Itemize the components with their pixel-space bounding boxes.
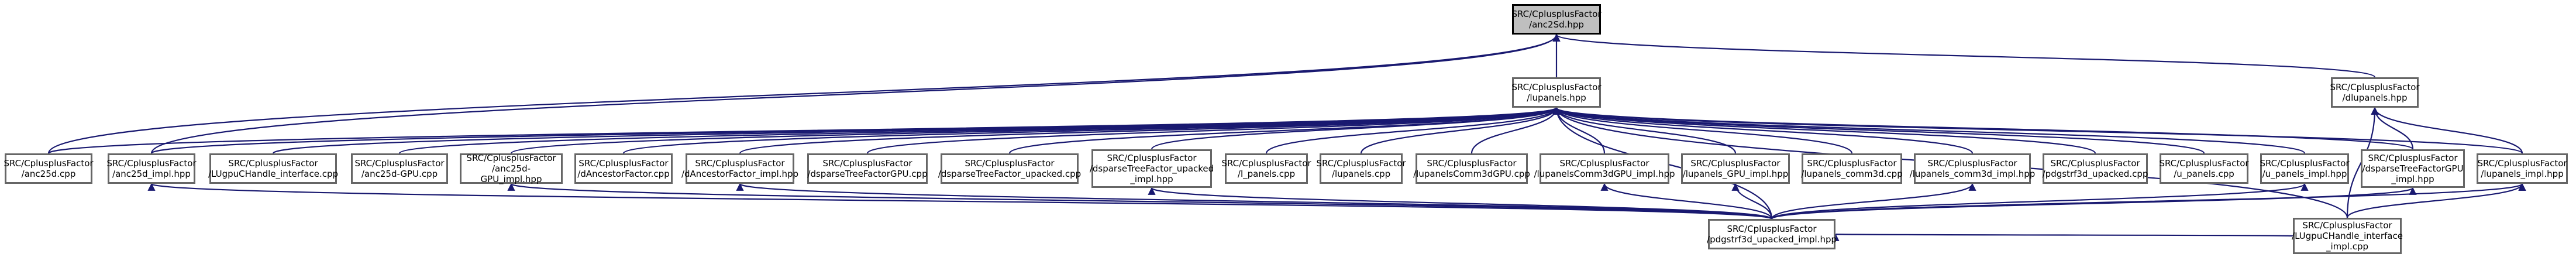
node-label: SRC/CplusplusFactor /lupanelsComm3dGPU_i… (1534, 158, 1675, 179)
node-label: SRC/CplusplusFactor /lupanels_comm3d.cpp (1801, 158, 1903, 179)
node-label: SRC/CplusplusFactor /dAncestorFactor_imp… (681, 158, 799, 179)
node-label: SRC/CplusplusFactor /pdgstrf3d_upacked_i… (1707, 224, 1837, 245)
include-edge (148, 183, 1773, 220)
node-label: SRC/CplusplusFactor /anc25d-GPU_impl.hpp (466, 153, 556, 184)
include-edge (1552, 107, 2205, 154)
node-label: SRC/CplusplusFactor /LUgpuCHandle_interf… (2292, 220, 2403, 252)
include-edge (2346, 183, 2526, 218)
node-label: SRC/CplusplusFactor /anc25d-GPU.cpp (354, 158, 445, 179)
graph-node[interactable]: SRC/CplusplusFactor /lupanels_comm3d_imp… (1910, 153, 2035, 184)
node-label: SRC/CplusplusFactor /LUgpuCHandle_interf… (208, 158, 339, 179)
node-label: SRC/CplusplusFactor /dAncestorFactor.cpp (577, 158, 670, 179)
include-edge (150, 33, 1561, 154)
edge-layer (47, 33, 2526, 242)
graph-node[interactable]: SRC/CplusplusFactor /lupanels_comm3d.cpp (1801, 153, 1903, 184)
node-label: SRC/CplusplusFactor /u_panels.cpp (2159, 158, 2249, 179)
include-edge (1265, 107, 1561, 154)
node-label: SRC/CplusplusFactor /lupanels_impl.hpp (2477, 158, 2567, 179)
graph-node[interactable]: SRC/CplusplusFactor /lupanels.cpp (1316, 153, 1406, 184)
include-edge (1771, 187, 2417, 220)
graph-node[interactable]: SRC/CplusplusFactor /LUgpuCHandle_interf… (208, 153, 339, 184)
include-edge (1552, 107, 2306, 154)
include-edge (150, 107, 1560, 154)
graph-node[interactable]: SRC/CplusplusFactor /pdgstrf3d_upacked.c… (2043, 153, 2148, 184)
graph-node[interactable]: SRC/CplusplusFactor /lupanels_impl.hpp (2477, 153, 2568, 184)
include-edge (1360, 107, 1561, 154)
graph-node[interactable]: SRC/CplusplusFactor /dAncestorFactor.cpp (574, 153, 673, 184)
graph-node[interactable]: SRC/CplusplusFactor /dsparseTreeFactorGP… (2361, 149, 2465, 188)
graph-node[interactable]: SRC/CplusplusFactor /lupanelsComm3dGPU_i… (1534, 153, 1675, 184)
include-edge (508, 183, 1773, 220)
node-label: SRC/CplusplusFactor /dsparseTreeFactor_u… (1089, 153, 1214, 184)
include-edge (1552, 107, 1853, 154)
include-edge (1151, 107, 1561, 150)
graph-node[interactable]: SRC/CplusplusFactor /lupanelsComm3dGPU.c… (1413, 153, 1530, 184)
graph-node[interactable]: SRC/CplusplusFactor /LUgpuCHandle_interf… (2292, 218, 2403, 254)
node-label: SRC/CplusplusFactor /lupanels_GPU_impl.h… (1682, 158, 1789, 179)
graph-node[interactable]: SRC/CplusplusFactor /anc25d-GPU_impl.hpp (460, 153, 563, 184)
node-label: SRC/CplusplusFactor /u_panels_impl.hpp (2260, 158, 2350, 179)
graph-node[interactable]: SRC/CplusplusFactor /anc25d-GPU.cpp (351, 153, 448, 184)
graph-node[interactable]: SRC/CplusplusFactor /dlupanels.hpp (2330, 77, 2420, 108)
include-edge (1771, 183, 2309, 220)
node-label: SRC/CplusplusFactor /anc25d_impl.hpp (106, 158, 197, 179)
graph-node[interactable]: SRC/CplusplusFactor /u_panels_impl.hpp (2260, 153, 2350, 184)
include-edge (47, 33, 1561, 154)
include-edge (739, 107, 1561, 154)
node-label: SRC/CplusplusFactor /dsparseTreeFactorGP… (807, 158, 928, 179)
include-edge (398, 107, 1560, 154)
node-label: SRC/CplusplusFactor /lupanels_comm3d_imp… (1909, 158, 2036, 179)
include-edge (1552, 107, 1974, 154)
root-node[interactable]: SRC/CplusplusFactor /anc2Sd.hpp (1511, 4, 1602, 35)
include-edge (1552, 33, 2376, 78)
include-edge (2371, 107, 2523, 154)
graph-node[interactable]: SRC/CplusplusFactor /lupanels_GPU_impl.h… (1681, 153, 1790, 184)
include-edge (510, 107, 1561, 154)
graph-node[interactable]: SRC/CplusplusFactor /dAncestorFactor_imp… (681, 153, 798, 184)
graph-node[interactable]: SRC/CplusplusFactor /anc25d.cpp (4, 153, 94, 184)
node-label: SRC/CplusplusFactor /lupanels.cpp (1316, 158, 1406, 179)
include-edge (272, 107, 1560, 154)
node-label: SRC/CplusplusFactor /lupanels.hpp (1511, 82, 1602, 103)
include-edge (1771, 183, 2526, 220)
graph-node[interactable]: SRC/CplusplusFactor /pdgstrf3d_upacked_i… (1707, 219, 1837, 249)
include-edge (1552, 107, 2096, 154)
include-edge (736, 183, 1773, 220)
include-edge (1731, 183, 1773, 220)
include-edge (1552, 107, 2523, 154)
include-edge (1600, 183, 1773, 220)
node-label: SRC/CplusplusFactor /l_panels.cpp (1221, 158, 1311, 179)
include-edge (47, 107, 1560, 154)
graph-node[interactable]: SRC/CplusplusFactor /dsparseTreeFactorGP… (807, 153, 928, 184)
node-label: SRC/CplusplusFactor /anc2Sd.hpp (1511, 9, 1602, 30)
graph-node[interactable]: SRC/CplusplusFactor /anc25d_impl.hpp (106, 153, 197, 184)
node-label: SRC/CplusplusFactor /anc25d.cpp (4, 158, 94, 179)
include-edge (1148, 187, 1773, 220)
graph-node[interactable]: SRC/CplusplusFactor /lupanels.hpp (1511, 77, 1602, 108)
graph-node[interactable]: SRC/CplusplusFactor /u_panels.cpp (2159, 153, 2249, 184)
node-label: SRC/CplusplusFactor /pdgstrf3d_upacked.c… (2042, 158, 2148, 179)
node-label: SRC/CplusplusFactor /dsparseTreeFactorGP… (2362, 153, 2464, 184)
node-label: SRC/CplusplusFactor /dsparseTreeFactor_u… (938, 158, 1082, 179)
graph-node[interactable]: SRC/CplusplusFactor /dsparseTreeFactor_u… (1089, 149, 1214, 188)
include-edge (1834, 233, 2294, 242)
include-edge (866, 107, 1561, 154)
node-label: SRC/CplusplusFactor /lupanelsComm3dGPU.c… (1413, 158, 1530, 179)
include-edge (1771, 183, 1976, 220)
node-label: SRC/CplusplusFactor /dlupanels.hpp (2330, 82, 2420, 103)
include-edge (1470, 107, 1561, 154)
graph-node[interactable]: SRC/CplusplusFactor /dsparseTreeFactor_u… (938, 153, 1082, 184)
graph-node[interactable]: SRC/CplusplusFactor /l_panels.cpp (1221, 153, 1311, 184)
